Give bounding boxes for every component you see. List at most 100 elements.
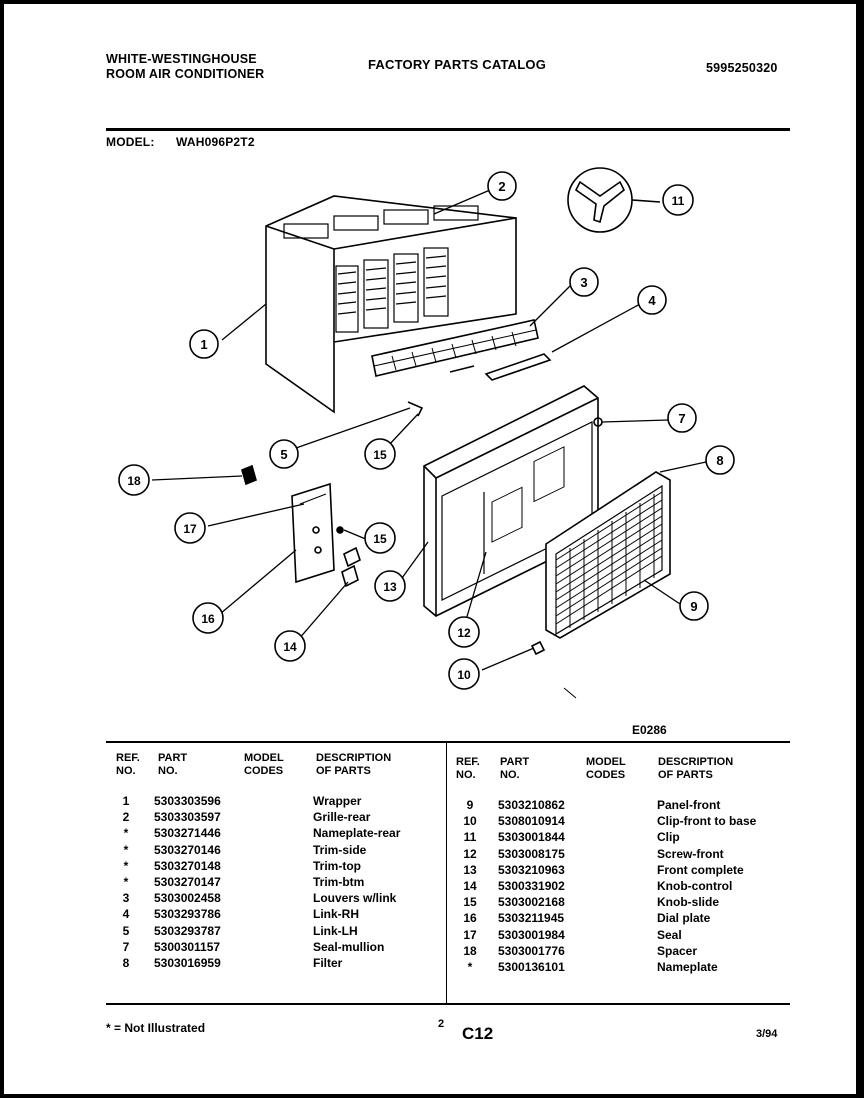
description-cell: Knob-control xyxy=(657,879,733,893)
callout-5: 5 xyxy=(269,439,299,469)
svg-text:1: 1 xyxy=(200,337,207,352)
ref-cell: 16 xyxy=(463,911,477,926)
callout-15b: 15 xyxy=(364,522,396,554)
svg-text:13: 13 xyxy=(383,580,397,594)
header-rule xyxy=(106,128,790,131)
part-number-cell: 5303001776 xyxy=(498,943,565,958)
not-illustrated-note: * = Not Illustrated xyxy=(106,1021,206,1035)
part-number-cell: 5303210963 xyxy=(498,862,565,877)
callout-17: 17 xyxy=(174,512,206,544)
exploded-parts-diagram: 1 2 3 4 5 7 8 9 10 11 12 13 14 15 15 16 … xyxy=(118,167,735,699)
part-number-cell: 5303270148 xyxy=(154,858,221,873)
description-cell: Seal-mullion xyxy=(313,939,385,954)
ref-cell: * xyxy=(123,826,129,841)
dial-plate xyxy=(291,482,335,584)
ref-cell: 15 xyxy=(463,895,477,910)
clip-detail xyxy=(567,167,661,233)
part-number-cell: 5303002458 xyxy=(154,891,221,906)
description-cell: Grille-rear xyxy=(313,810,371,825)
description-cell: Clip-front to base xyxy=(657,814,757,829)
brand-line-2: ROOM AIR CONDITIONER xyxy=(106,67,265,81)
part-number-cell: 5303270146 xyxy=(154,842,221,857)
front-grille-panel xyxy=(545,471,671,639)
svg-text:4: 4 xyxy=(648,293,656,308)
part-number-cell: 5303016959 xyxy=(154,956,221,970)
part-number-cell: 5303271446 xyxy=(154,826,221,841)
table-divider xyxy=(446,743,447,1003)
part-number-cell: 5303001984 xyxy=(498,927,565,942)
description-cell: Spacer xyxy=(657,943,698,958)
svg-text:15: 15 xyxy=(373,448,387,462)
svg-text:11: 11 xyxy=(672,194,685,208)
description-cell: Nameplate-rear xyxy=(313,826,401,841)
svg-text:17: 17 xyxy=(183,522,197,536)
ref-cell: 8 xyxy=(122,956,130,970)
svg-text:5: 5 xyxy=(280,447,287,462)
part-number-cell: 5303303597 xyxy=(154,810,221,825)
callout-4: 4 xyxy=(637,285,667,315)
parts-catalog-page: WHITE-WESTINGHOUSE ROOM AIR CONDITIONER … xyxy=(4,4,856,1094)
revision-date: 3/94 xyxy=(756,1028,778,1040)
callout-12: 12 xyxy=(448,616,480,648)
louver-assembly xyxy=(371,319,552,417)
svg-text:12: 12 xyxy=(457,626,471,640)
ref-cell: 1 xyxy=(122,794,130,808)
ref-cell: 7 xyxy=(122,939,130,954)
description-cell: Seal xyxy=(657,927,682,942)
description-cell: Front complete xyxy=(657,862,744,877)
part-number-cell: 5303002168 xyxy=(498,895,565,910)
callout-15a: 15 xyxy=(364,438,396,470)
description-cell: Clip xyxy=(657,830,680,845)
col-desc-right: DESCRIPTION OF PARTS xyxy=(658,756,734,781)
ref-cell: 13 xyxy=(463,862,477,877)
callout-16: 16 xyxy=(192,602,224,634)
description-cell: Panel-front xyxy=(657,798,721,812)
description-cell: Link-RH xyxy=(313,907,359,922)
description-cell: Trim-btm xyxy=(313,875,365,889)
description-cell: Dial plate xyxy=(657,911,711,926)
callout-11: 11 xyxy=(662,184,694,216)
description-cell: Louvers w/link xyxy=(313,891,397,906)
description-cell: Nameplate xyxy=(657,960,718,974)
part-number-cell: 5303211945 xyxy=(498,911,565,926)
svg-text:10: 10 xyxy=(457,668,471,682)
col-model-left: MODEL CODES xyxy=(244,752,284,777)
page-number: 2 xyxy=(438,1018,445,1030)
ref-cell: * xyxy=(123,842,129,857)
section-code: C12 xyxy=(462,1024,494,1043)
col-part-left: PART NO. xyxy=(158,752,188,777)
wrapper-cabinet xyxy=(265,195,517,414)
ref-cell: 10 xyxy=(463,814,477,829)
part-number-cell: 5303293786 xyxy=(154,907,221,922)
callout-18: 18 xyxy=(118,464,150,496)
col-ref-left: REF. NO. xyxy=(116,752,140,777)
svg-text:2: 2 xyxy=(498,179,505,194)
ref-cell: 2 xyxy=(122,810,130,825)
col-ref-right: REF. NO. xyxy=(456,756,480,781)
callout-7: 7 xyxy=(667,403,697,433)
callout-8: 8 xyxy=(705,445,735,475)
svg-text:8: 8 xyxy=(716,453,723,468)
callout-13: 13 xyxy=(374,570,406,602)
part-number-cell: 5303303596 xyxy=(154,794,221,808)
part-number-cell: 5303293787 xyxy=(154,923,221,938)
ref-cell: 14 xyxy=(463,879,477,893)
ref-cell: * xyxy=(123,858,129,873)
callout-14: 14 xyxy=(274,630,306,662)
ref-cell: 17 xyxy=(463,927,477,942)
description-cell: Knob-slide xyxy=(657,895,719,910)
ref-cell: 5 xyxy=(122,923,130,938)
ref-cell: * xyxy=(123,875,129,889)
part-number-cell: 5303210862 xyxy=(498,798,565,812)
table-top-rule xyxy=(106,741,790,743)
svg-text:3: 3 xyxy=(580,275,587,290)
callout-2: 2 xyxy=(487,171,517,201)
description-cell: Link-LH xyxy=(313,923,358,938)
col-part-right: PART NO. xyxy=(500,756,530,781)
description-cell: Trim-side xyxy=(313,842,367,857)
callouts: 1 2 3 4 5 7 8 9 10 11 12 13 14 15 15 16 … xyxy=(118,171,735,690)
leader-lines xyxy=(151,189,707,671)
ref-cell: * xyxy=(467,960,473,974)
description-cell: Filter xyxy=(313,956,343,970)
table-bottom-rule xyxy=(106,1003,790,1005)
